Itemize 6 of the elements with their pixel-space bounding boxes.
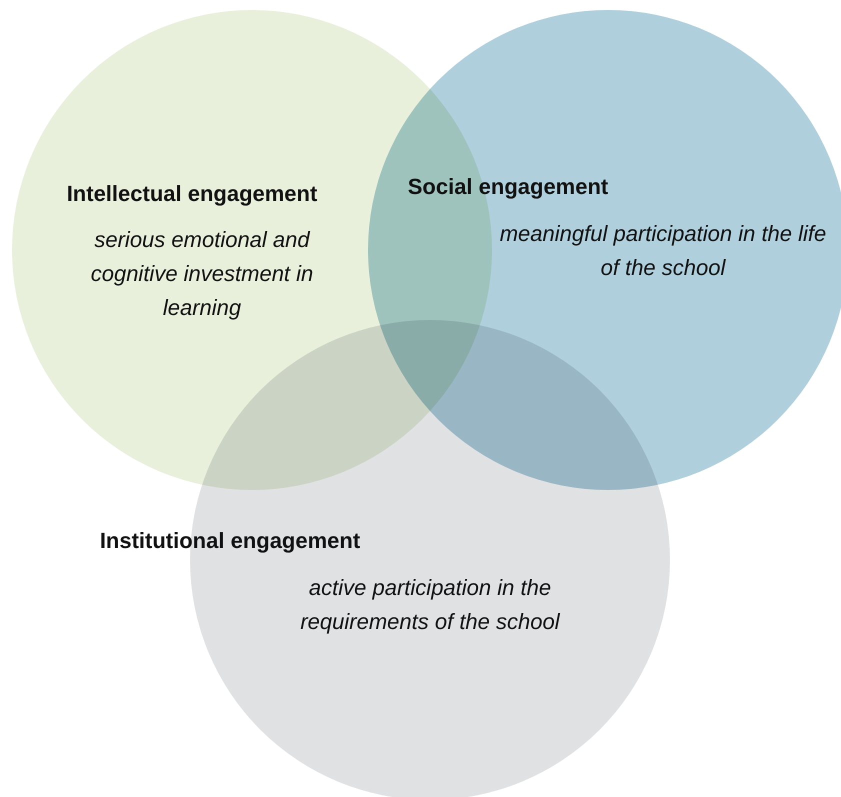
circle-description: meaningful participation in the life of the school bbox=[498, 220, 828, 282]
circle-description: serious emotional and cognitive investment in learning bbox=[90, 226, 314, 322]
circle-heading: Social engagement bbox=[406, 173, 610, 201]
circle-heading: Institutional engagement bbox=[98, 527, 362, 555]
circle-heading: Intellectual engagement bbox=[66, 180, 318, 208]
circle-description: active participation in the requirements of the school bbox=[299, 574, 562, 636]
